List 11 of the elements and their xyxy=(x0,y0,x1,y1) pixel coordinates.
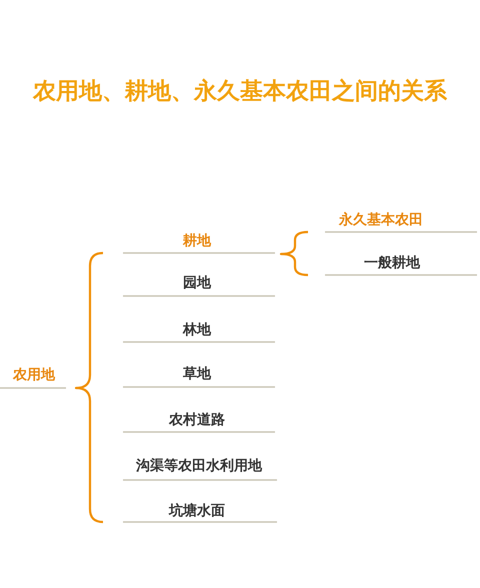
category-label: 一般耕地 xyxy=(364,254,420,272)
category-label: 坑塘水面 xyxy=(169,502,225,520)
category-label: 农用地 xyxy=(13,366,55,384)
category-label: 草地 xyxy=(183,366,211,382)
diagram-title: 农用地、耕地、永久基本农田之间的关系 xyxy=(33,79,447,105)
category-label: 林地 xyxy=(183,322,211,338)
category-label: 园地 xyxy=(183,274,211,292)
category-label: 农村道路 xyxy=(169,412,225,428)
category-label: 沟渠等农田水利用地 xyxy=(136,458,262,474)
category-label: 耕地 xyxy=(183,232,211,250)
category-label: 永久基本农田 xyxy=(339,212,423,228)
